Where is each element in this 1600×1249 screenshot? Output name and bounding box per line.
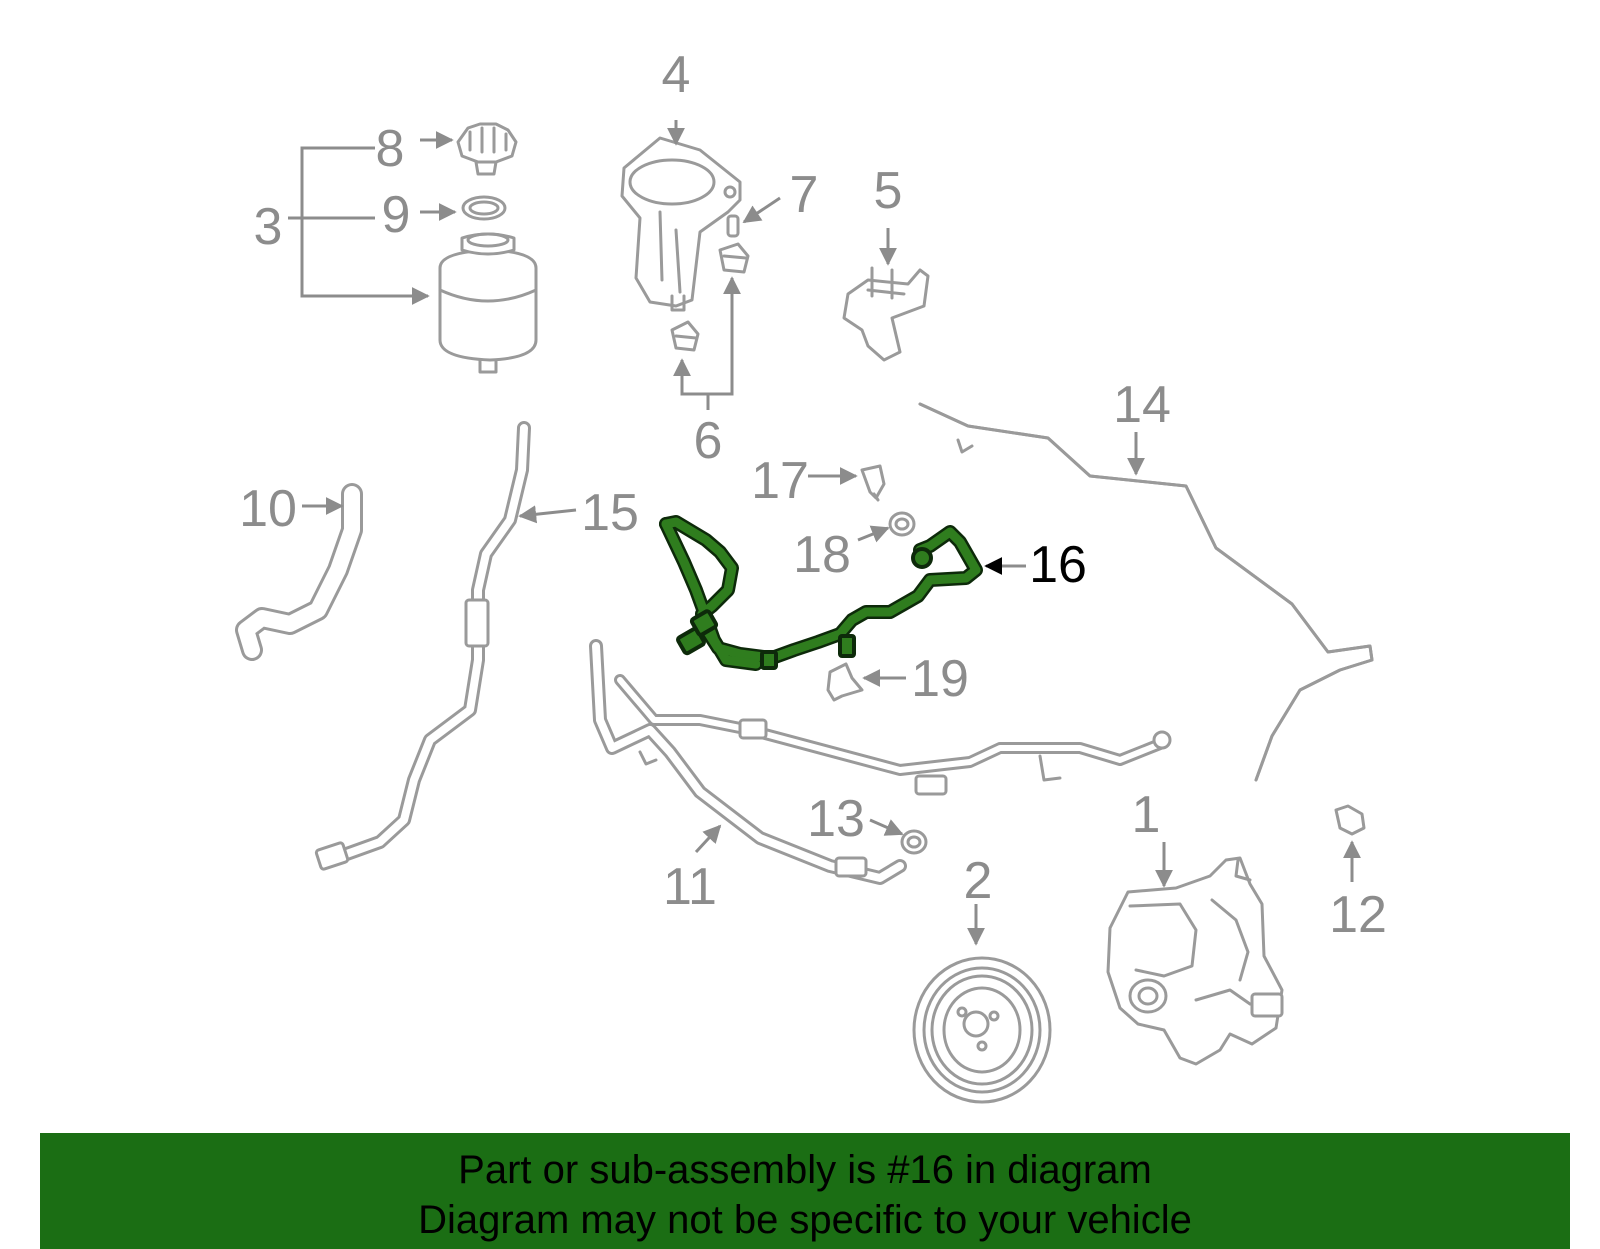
callout-16: 16 <box>1029 536 1087 594</box>
banjo-bolt-part[interactable] <box>860 464 886 502</box>
pressure-hose-part[interactable] <box>589 639 1172 885</box>
reservoir-assembly[interactable] <box>288 122 538 374</box>
pressure-washer-part[interactable] <box>900 829 928 855</box>
reservoir-cap-part[interactable] <box>456 122 518 176</box>
sealing-washer-part[interactable] <box>888 511 916 537</box>
callout-13: 13 <box>807 790 865 848</box>
callout-17: 17 <box>751 452 809 510</box>
reservoir-bracket-part[interactable] <box>620 136 742 312</box>
callout-15: 15 <box>581 484 639 542</box>
callout-11: 11 <box>663 858 717 916</box>
banner-line-1: Part or sub-assembly is #16 in diagram <box>458 1148 1152 1192</box>
callout-4: 4 <box>662 46 691 104</box>
stud-part[interactable] <box>726 214 740 238</box>
callout-6: 6 <box>694 412 723 470</box>
fitting-part[interactable] <box>1334 804 1366 836</box>
callout-12: 12 <box>1329 886 1387 944</box>
callout-5: 5 <box>874 162 903 220</box>
pulley-part[interactable] <box>912 956 1052 1104</box>
callout-8: 8 <box>376 120 405 178</box>
callout-18: 18 <box>793 526 851 584</box>
callout-2: 2 <box>964 852 993 910</box>
suction-hose-part[interactable] <box>235 483 363 661</box>
callout-1: 1 <box>1132 786 1161 844</box>
callout-19: 19 <box>911 650 969 708</box>
banner-line-2: Diagram may not be specific to your vehi… <box>418 1198 1192 1242</box>
callout-7: 7 <box>790 166 819 224</box>
cooler-line-part[interactable] <box>314 421 531 871</box>
info-banner: Part or sub-assembly is #16 in diagram D… <box>40 1133 1570 1249</box>
callout-9: 9 <box>382 186 411 244</box>
return-hose-part[interactable] <box>918 402 1374 782</box>
reservoir-tank-part[interactable] <box>438 232 538 374</box>
power-steering-pump-part[interactable] <box>1106 856 1284 1066</box>
callout-3: 3 <box>254 198 283 256</box>
callout-14: 14 <box>1113 376 1171 434</box>
highlighted-line-part-16[interactable] <box>659 515 983 671</box>
grommet-upper-part[interactable] <box>718 242 750 274</box>
grommet-lower-part[interactable] <box>670 320 700 352</box>
callout-10: 10 <box>239 480 297 538</box>
mounting-bracket-part[interactable] <box>842 266 930 362</box>
hose-clip-part[interactable] <box>826 662 864 702</box>
